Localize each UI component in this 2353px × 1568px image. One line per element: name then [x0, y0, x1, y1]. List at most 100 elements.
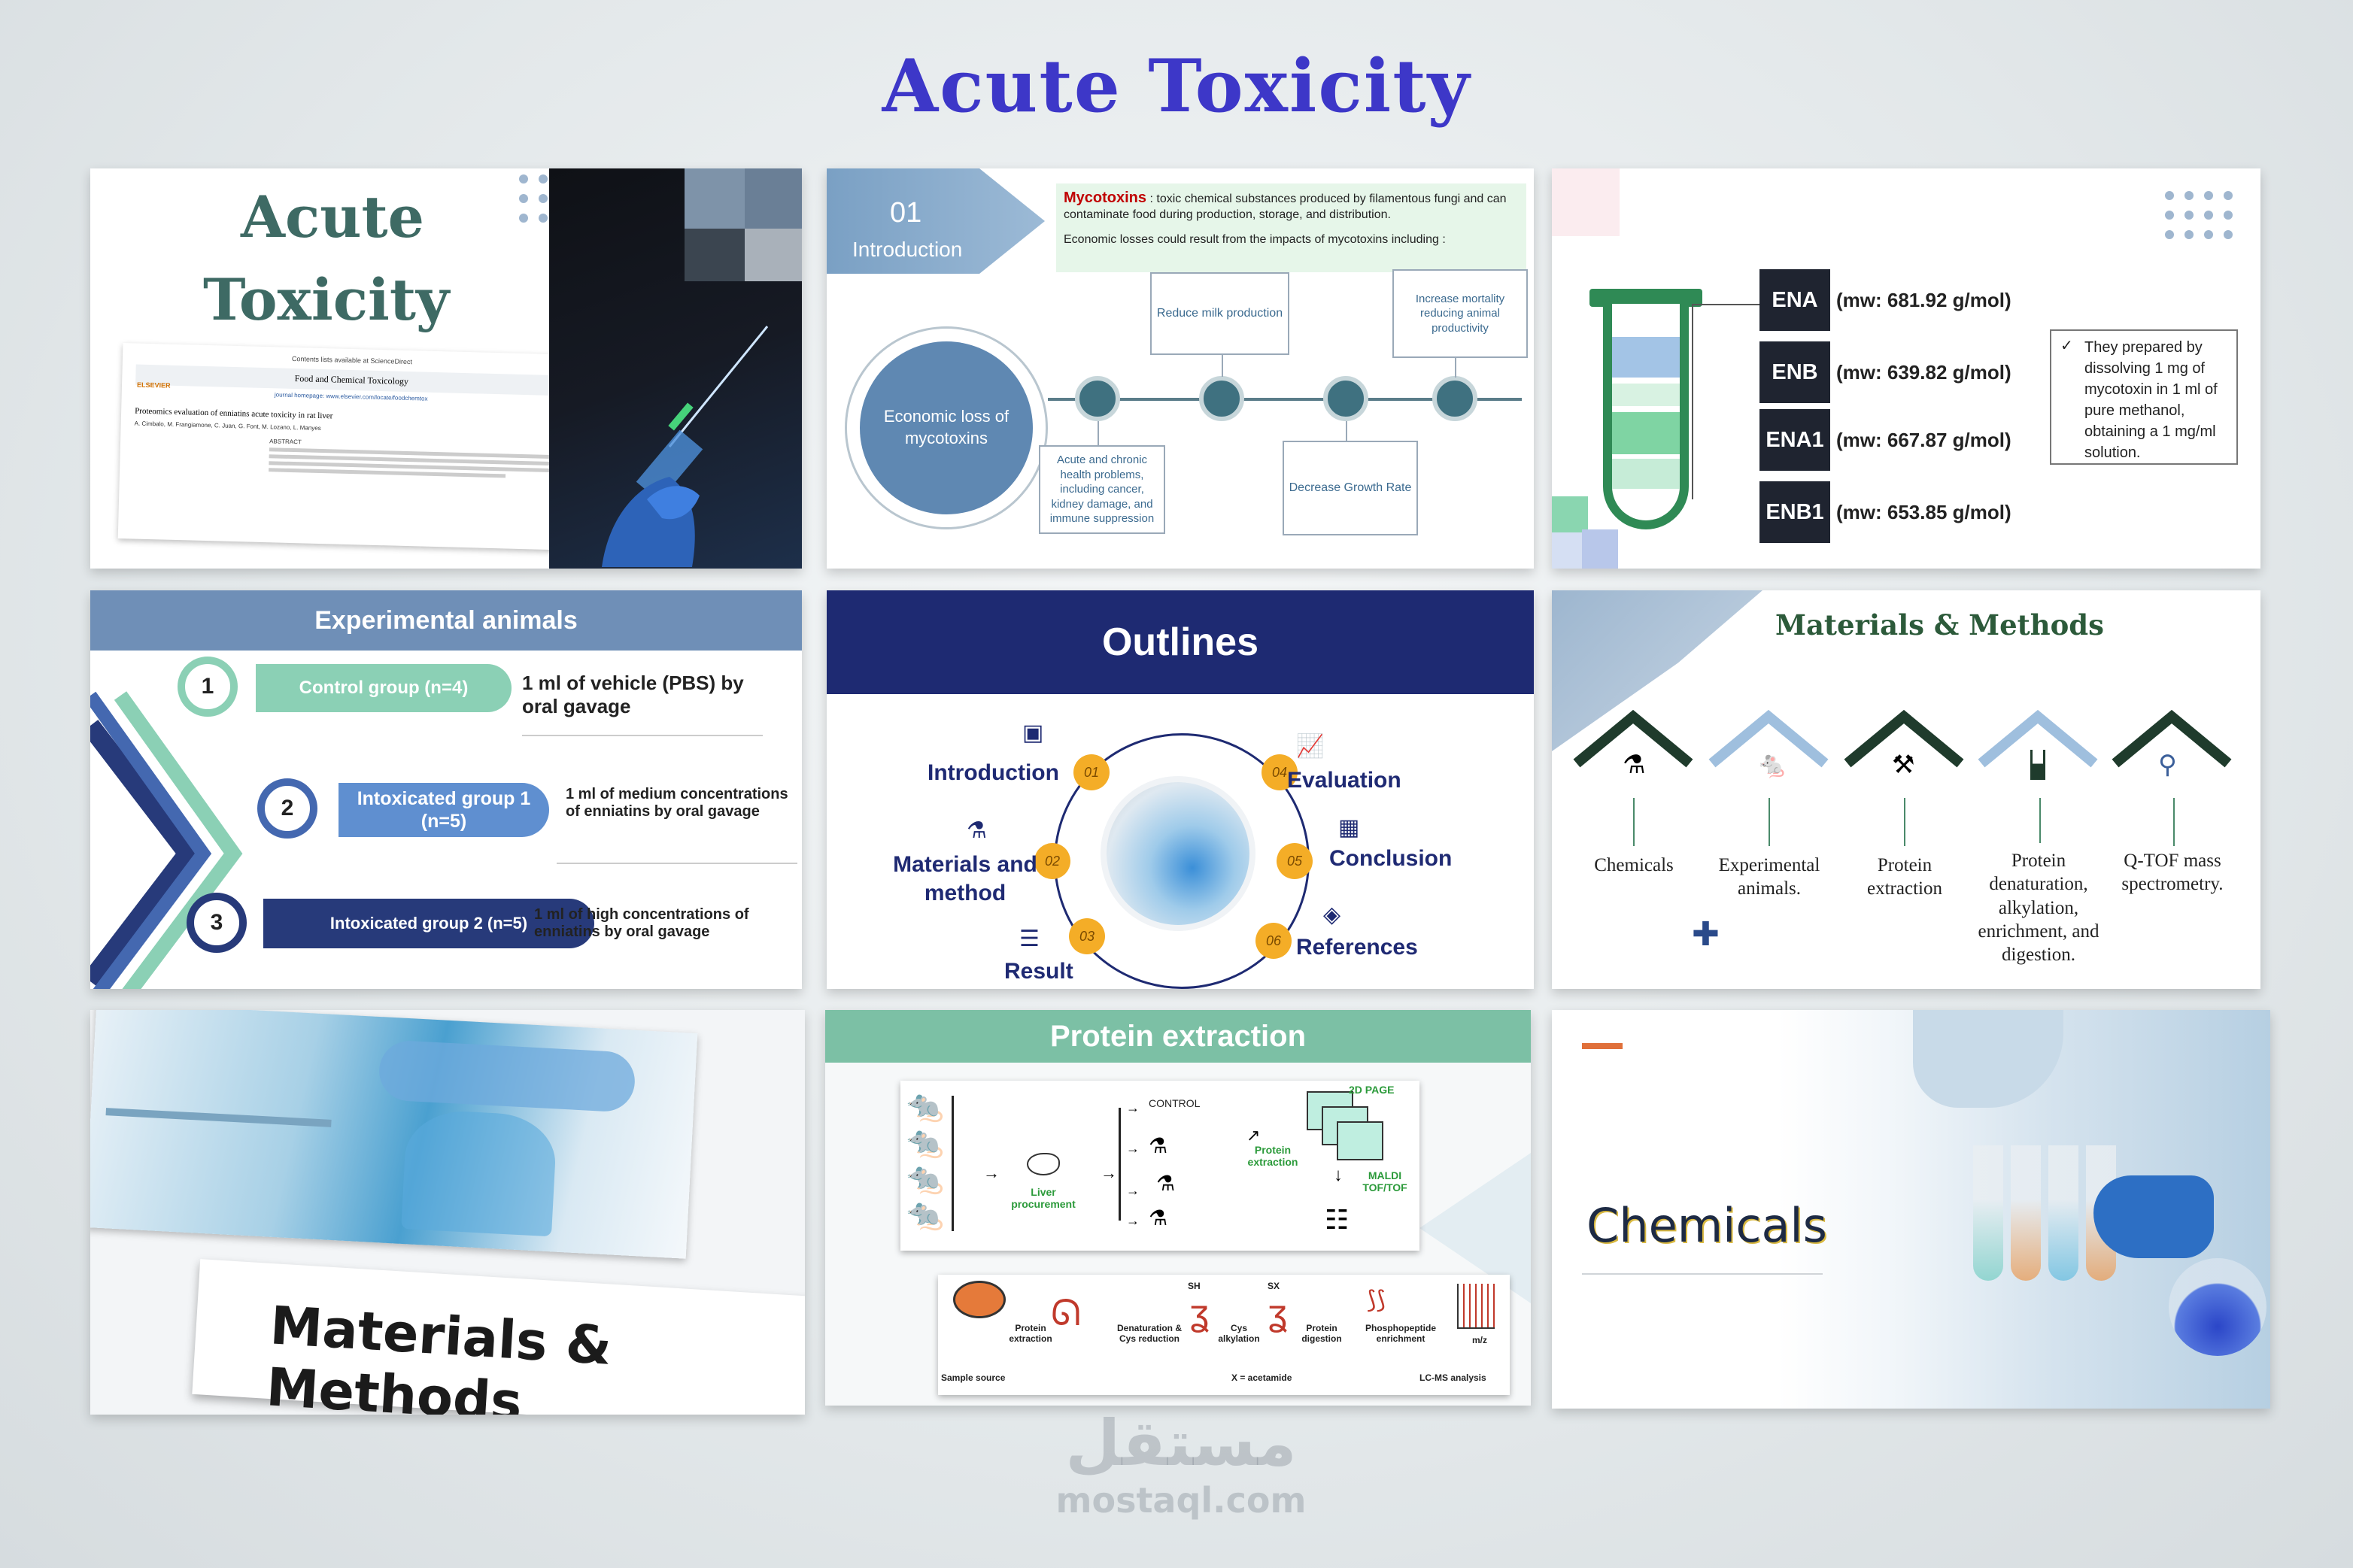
shrink-icon	[1199, 376, 1244, 421]
mm-item-extraction: Protein extraction	[1867, 855, 1942, 899]
phospho-workflow-panel: Sample source Protein extraction ᘏ Denat…	[938, 1275, 1510, 1395]
acetamide-note: X = acetamide	[1231, 1372, 1292, 1383]
syringe-photo	[549, 168, 802, 569]
tools-icon: ⚒	[1892, 751, 1915, 779]
slide-materials-methods[interactable]: Materials & Methods	[90, 1010, 805, 1415]
outline-num-05: 05	[1277, 843, 1313, 879]
ena1-mw: (mw: 667.87 g/mol)	[1836, 429, 2011, 451]
sh-label: SH	[1188, 1281, 1201, 1291]
watermark-arabic: مستقل	[1065, 1406, 1297, 1480]
beaker-icon: ⚗	[1149, 1134, 1168, 1157]
flask	[2169, 1258, 2266, 1356]
medical-cross-icon: ✚	[1692, 916, 1720, 953]
beaker-icon: ⚗	[1149, 1206, 1168, 1230]
control-label: CONTROL	[1149, 1097, 1201, 1109]
slide-header: Experimental animals	[90, 590, 802, 651]
conclusion-icon: ▦	[1338, 815, 1360, 840]
watermark-site: mostaql.com	[1055, 1480, 1307, 1521]
protein-coil: ʓ	[1268, 1294, 1288, 1333]
outline-evaluation[interactable]: Evaluation	[1287, 768, 1401, 793]
protein-coil: ʓ	[1189, 1294, 1210, 1333]
outline-result[interactable]: Result	[1004, 959, 1073, 984]
center-photo	[1107, 782, 1249, 925]
slide-protein-extraction[interactable]: Protein extraction 🐀 🐀 🐀 🐀 → Liver procu…	[825, 1010, 1531, 1406]
mm-item-chemicals: Chemicals	[1594, 855, 1674, 875]
references-icon: ◈	[1323, 902, 1341, 927]
center-circle: Economic loss of mycotoxins	[860, 341, 1033, 514]
step-digestion: Protein digestion	[1301, 1323, 1342, 1344]
qtof-house-icon	[2112, 709, 2232, 768]
step-protein-extraction: Protein extraction	[1009, 1323, 1052, 1344]
lab-photo	[90, 1010, 698, 1259]
syringe-icon	[602, 326, 769, 567]
evaluation-icon: 📈	[1296, 734, 1325, 759]
section-number: 01	[890, 197, 922, 229]
slide-introduction[interactable]: 01 Introduction Mycotoxins : toxic chemi…	[827, 168, 1534, 569]
slide-acute-toxicity[interactable]: Acute Toxicity Contents lists available …	[90, 168, 802, 569]
mm-item-animals: Experimental animals.	[1718, 855, 1820, 899]
maldi-label: MALDI TOF/TOF	[1362, 1169, 1407, 1193]
protein-coil: ᘏ	[1051, 1294, 1081, 1333]
protein-extraction-label: Protein extraction	[1247, 1144, 1298, 1168]
chemicals-photo	[1778, 1010, 2270, 1409]
2d-page-label: 2D PAGE	[1349, 1084, 1395, 1096]
outline-references[interactable]: References	[1296, 935, 1418, 960]
box-reduce-milk: Reduce milk production	[1150, 272, 1289, 355]
liver-icon	[1027, 1153, 1060, 1175]
test-tube-body	[1603, 304, 1689, 529]
group1-label: Control group (n=4)	[256, 664, 512, 712]
mm-item-denaturation: Protein denaturation, alkylation, enrich…	[1978, 851, 2099, 965]
enb-mw: (mw: 639.82 g/mol)	[1836, 361, 2011, 384]
slide-experimental-animals[interactable]: Experimental animals Control group (n=4)…	[90, 590, 802, 989]
box-health-problems: Acute and chronic health problems, inclu…	[1039, 445, 1165, 534]
slide-title-line2: Toxicity	[203, 266, 450, 333]
rat-icon: 🐀	[906, 1198, 944, 1231]
outline-num-04: 04	[1262, 754, 1298, 790]
step-denaturation: Denaturation & Cys reduction	[1116, 1323, 1182, 1344]
denaturation-house-icon	[1978, 709, 2098, 768]
spectrum-icon	[1457, 1284, 1495, 1329]
microscope-icon: ⚲	[2158, 751, 2177, 779]
liver-procurement: Liver procurement	[1011, 1186, 1076, 1210]
beaker-icon: ⚗	[1156, 1172, 1176, 1195]
step-phospho: Phosphopeptide enrichment	[1365, 1323, 1436, 1344]
outline-introduction[interactable]: Introduction	[928, 760, 1059, 785]
outline-materials[interactable]: Materials and method	[893, 852, 1037, 905]
publisher-logo: ELSEVIER	[136, 381, 171, 390]
mz-label: m/z	[1472, 1335, 1488, 1345]
step-alkylation: Cys alkylation	[1218, 1323, 1260, 1344]
slide-outlines[interactable]: Outlines 01 02 03 04 05 06 Introduction …	[827, 590, 1534, 989]
introduction-icon: ▣	[1022, 720, 1044, 745]
outline-num-01: 01	[1073, 754, 1110, 790]
rat-icon: 🐀	[906, 1126, 944, 1159]
group2-desc: 1 ml of medium concentrations of enniati…	[566, 786, 788, 820]
animals-house-icon	[1708, 709, 1829, 768]
slide-materials-methods-overview[interactable]: Materials & Methods ⚗ 🐁 ⚒ ⚲ Chemicals Ex…	[1552, 590, 2260, 989]
group3-number: 3	[187, 893, 247, 953]
definition-panel: Mycotoxins : toxic chemical substances p…	[1056, 183, 1526, 272]
ena-label: ENA	[1759, 269, 1830, 331]
slide-title-line1: Acute	[241, 183, 424, 250]
outline-conclusion[interactable]: Conclusion	[1329, 846, 1453, 871]
preparation-note: ✓ They prepared by dissolving 1 mg of my…	[2050, 329, 2238, 465]
group2-label: Intoxicated group 1 (n=5)	[339, 783, 549, 837]
result-icon: ☰	[1019, 927, 1040, 951]
box-mortality: Increase mortality reducing animal produ…	[1392, 269, 1528, 358]
chemicals-house-icon	[1573, 709, 1693, 768]
decline-chart-icon	[1323, 376, 1368, 421]
mycotoxins-definition: : toxic chemical substances produced by …	[1064, 193, 1507, 221]
slide-chemicals[interactable]: Chemicals	[1552, 1010, 2270, 1409]
group2-number: 2	[257, 778, 317, 839]
enb-label: ENB	[1759, 341, 1830, 403]
mycotoxins-term: Mycotoxins	[1064, 190, 1147, 206]
group3-label: Intoxicated group 2 (n=5)	[263, 899, 594, 948]
materials-icon: ⚗	[967, 818, 987, 843]
flask-icon: ⚗	[1623, 751, 1646, 779]
growth-chart-icon	[1432, 376, 1477, 421]
ena1-label: ENA1	[1759, 409, 1830, 471]
outline-num-02: 02	[1034, 843, 1070, 879]
pe-header: Protein extraction	[825, 1010, 1531, 1063]
outline-num-03: 03	[1069, 918, 1105, 954]
mouse-icon: 🐁	[1756, 751, 1789, 779]
slide-enniatins[interactable]: ENA (mw: 681.92 g/mol) ENB (mw: 639.82 g…	[1552, 168, 2260, 569]
